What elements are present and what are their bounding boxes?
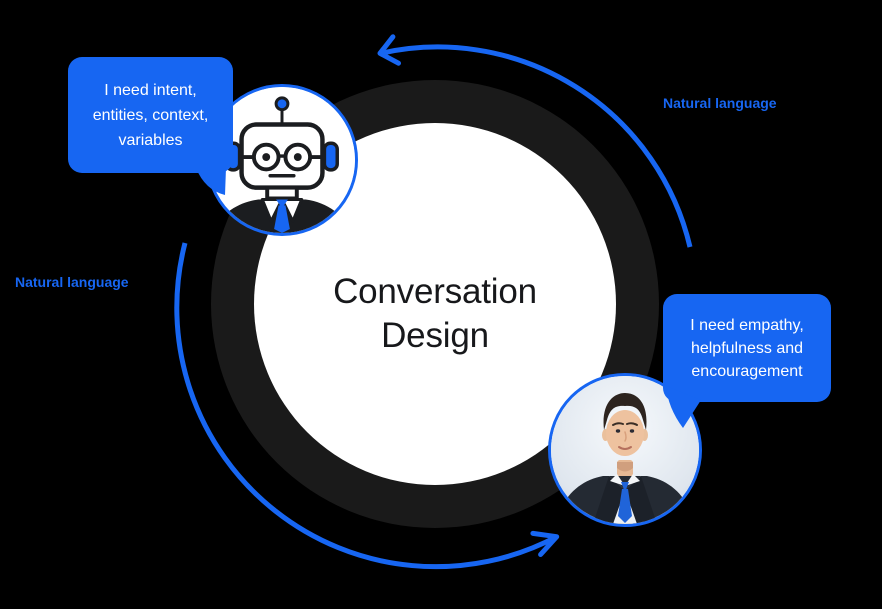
diagram-title: Conversation Design (333, 250, 537, 358)
natural-language-label-top-right: Natural language (663, 95, 777, 111)
human-bubble-line-3: encouragement (691, 362, 803, 380)
man-portrait (551, 376, 699, 524)
robot-bubble-line-3: variables (118, 131, 183, 149)
human-avatar (548, 373, 702, 527)
robot-bubble-line-2: entities, context, (92, 106, 209, 124)
robot-speech-bubble: I need intent, entities, context, variab… (68, 57, 233, 173)
cycle-arrowhead-top (377, 34, 401, 66)
title-line-2: Design (381, 316, 489, 355)
title-line-1: Conversation (333, 272, 537, 311)
robot-bubble-line-1: I need intent, (104, 81, 197, 99)
human-speech-bubble: I need empathy, helpfulness and encourag… (663, 294, 831, 402)
human-bubble-line-1: I need empathy, (690, 316, 804, 334)
robot-icon (209, 87, 355, 233)
human-bubble-line-2: helpfulness and (690, 339, 804, 357)
natural-language-label-left: Natural language (15, 274, 129, 290)
cycle-arrowhead-bottom (530, 530, 560, 557)
